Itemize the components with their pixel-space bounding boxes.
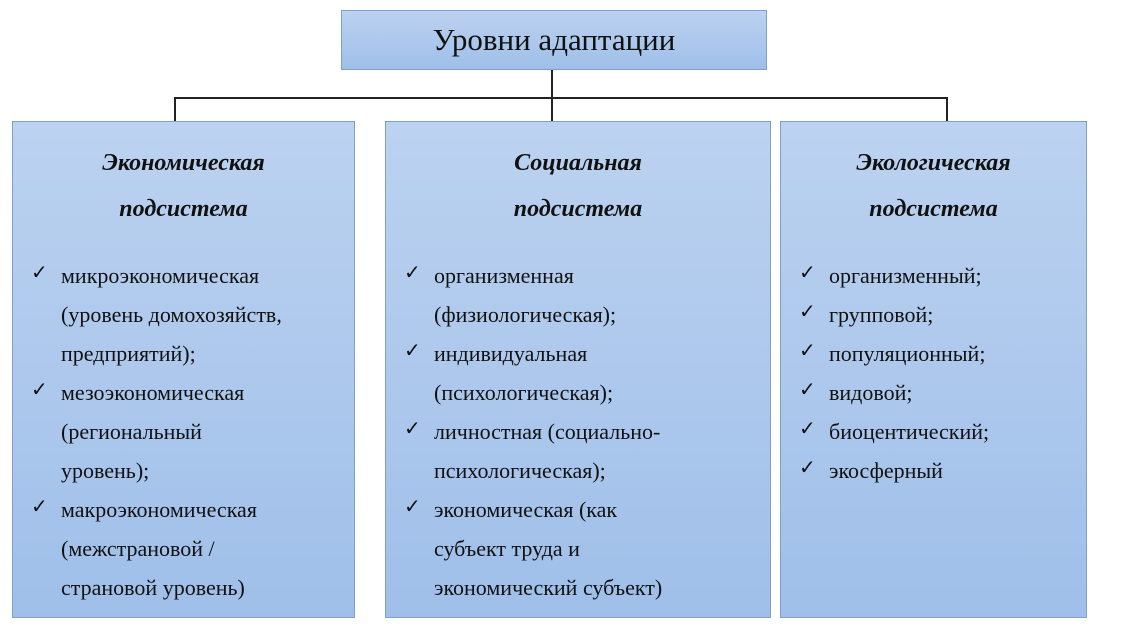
item-text-line: экономический субъект)	[434, 575, 663, 600]
item-text-line: организменная	[434, 263, 574, 288]
heading-line: Экологическая	[856, 150, 1011, 176]
level-item: ✓ макроэкономическая (межстрановой / страно…	[31, 490, 344, 607]
level-item: ✓ мезоэкономическая (региональный уровень);	[31, 373, 344, 490]
level-item: ✓ видовой;	[799, 373, 1076, 412]
item-text-line: уровень);	[61, 458, 150, 483]
item-text-line: микроэкономическая	[61, 263, 260, 288]
ecological-subsystem-box: Экологическая подсистема ✓ организменный; ✓ г…	[780, 121, 1087, 618]
connector-right	[946, 97, 948, 122]
item-text-line: (физиологическая);	[434, 302, 617, 327]
check-icon: ✓	[404, 416, 421, 440]
social-subsystem-box: Социальная подсистема ✓ организменная (физио…	[385, 121, 771, 618]
item-text-line: (уровень домохозяйств,	[61, 302, 282, 327]
item-text-line: экосферный	[829, 458, 943, 483]
level-item: ✓ экосферный	[799, 451, 1076, 490]
level-list: ✓ микроэкономическая (уровень домохозяйств…	[13, 256, 354, 607]
heading-line: подсистема	[869, 196, 998, 222]
level-item: ✓ биоцентический;	[799, 412, 1076, 451]
heading-line: подсистема	[513, 196, 643, 222]
check-icon: ✓	[799, 377, 816, 401]
item-text-line: популяционный;	[829, 341, 986, 366]
heading-line: подсистема	[119, 196, 248, 222]
item-text-line: макроэкономическая	[61, 497, 257, 522]
column-heading: Экономическая подсистема	[13, 140, 354, 232]
item-text-line: биоцентический;	[829, 419, 990, 444]
item-text-line: (психологическая);	[434, 380, 614, 405]
diagram-title: Уровни адаптации	[432, 22, 676, 57]
level-item: ✓ популяционный;	[799, 334, 1076, 373]
item-text-line: психологическая);	[434, 458, 606, 483]
item-text-line: видовой;	[829, 380, 913, 405]
level-item: ✓ организменный;	[799, 256, 1076, 295]
level-item: ✓ организменная (физиологическая);	[404, 256, 760, 334]
title-box: Уровни адаптации	[341, 10, 767, 70]
level-item: ✓ микроэкономическая (уровень домохозяйств…	[31, 256, 344, 373]
item-text-line: индивидуальная	[434, 341, 588, 366]
item-text-line: страновой уровень)	[61, 575, 245, 600]
column-heading: Экологическая подсистема	[781, 140, 1086, 232]
level-list: ✓ организменная (физиологическая); ✓ индивид…	[386, 256, 770, 607]
heading-line: Социальная	[514, 150, 642, 176]
column-heading: Социальная подсистема	[386, 140, 770, 232]
level-item: ✓ личностная (социально-психологическая);	[404, 412, 760, 490]
check-icon: ✓	[31, 494, 48, 518]
level-item: ✓ групповой;	[799, 295, 1076, 334]
item-text-line: экономическая (как	[434, 497, 618, 522]
check-icon: ✓	[404, 260, 421, 284]
item-text-line: групповой;	[829, 302, 934, 327]
connector-left	[174, 97, 176, 122]
connector-trunk	[551, 70, 553, 99]
item-text-line: (межстрановой /	[61, 536, 215, 561]
check-icon: ✓	[799, 299, 816, 323]
check-icon: ✓	[31, 377, 48, 401]
check-icon: ✓	[799, 338, 816, 362]
connector-horizontal	[174, 97, 948, 99]
level-list: ✓ организменный; ✓ групповой; ✓ популяционный…	[781, 256, 1086, 490]
level-item: ✓ экономическая (как субъект труда и эконом…	[404, 490, 760, 607]
item-text-line: (региональный	[61, 419, 202, 444]
connector-middle	[551, 97, 553, 122]
item-text-line: мезоэкономическая	[61, 380, 245, 405]
check-icon: ✓	[799, 260, 816, 284]
item-text-line: организменный;	[829, 263, 982, 288]
item-text-line: личностная (социально-	[434, 419, 661, 444]
heading-line: Экономическая	[102, 150, 265, 176]
check-icon: ✓	[404, 338, 421, 362]
level-item: ✓ индивидуальная (психологическая);	[404, 334, 760, 412]
check-icon: ✓	[404, 494, 421, 518]
economic-subsystem-box: Экономическая подсистема ✓ микроэкономическ…	[12, 121, 355, 618]
item-text-line: предприятий);	[61, 341, 196, 366]
check-icon: ✓	[799, 455, 816, 479]
item-text-line: субъект труда и	[434, 536, 580, 561]
check-icon: ✓	[31, 260, 48, 284]
check-icon: ✓	[799, 416, 816, 440]
